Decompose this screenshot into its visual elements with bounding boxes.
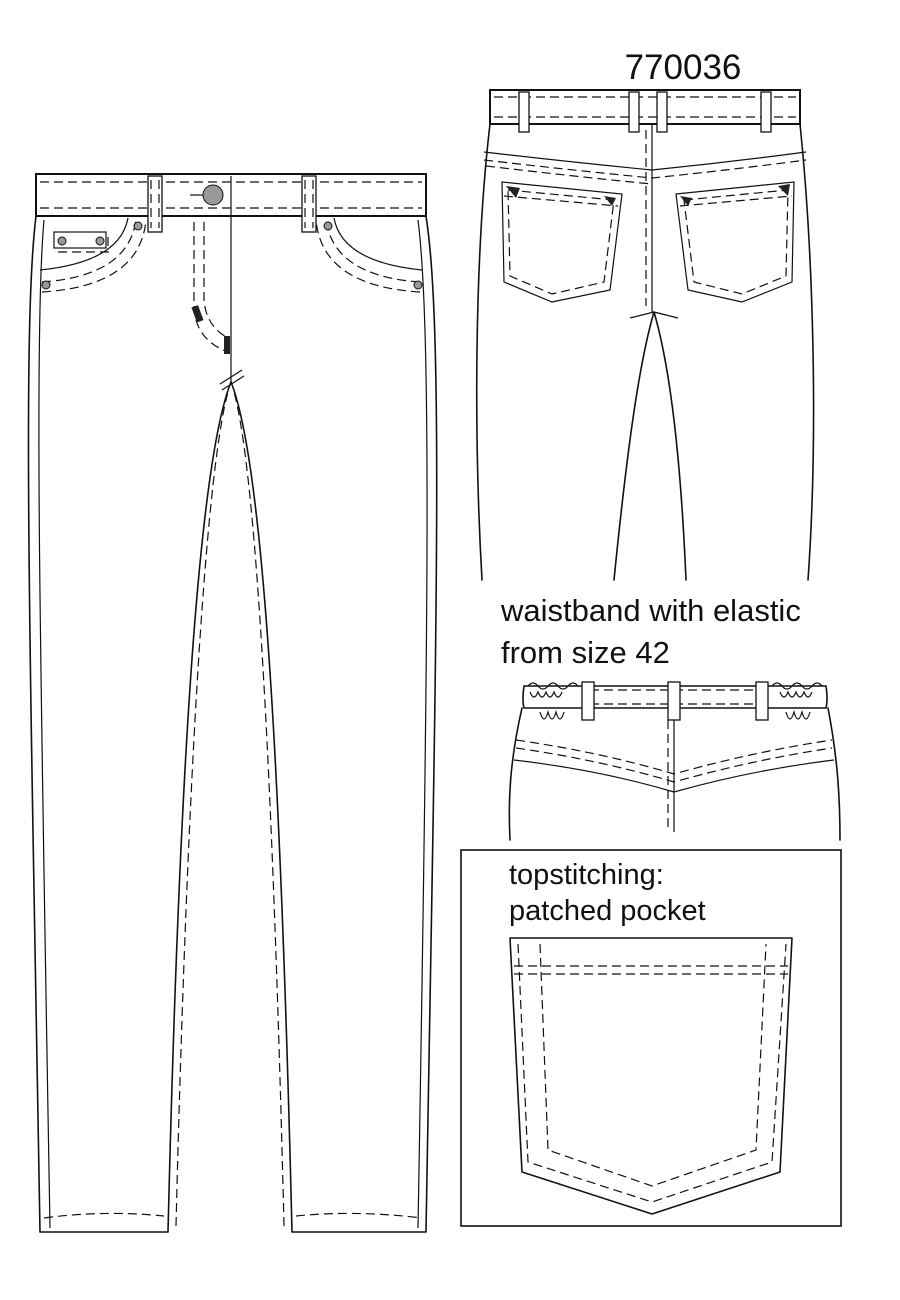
back-waistband: [489, 89, 801, 125]
back-belt-loops: [518, 91, 772, 133]
front-right-leg: [230, 215, 438, 1233]
front-view: [27, 173, 438, 1233]
back-pocket-left: [501, 181, 623, 303]
note-topstitch-line2: patched pocket: [509, 895, 706, 927]
patched-pocket-detail: [509, 937, 793, 1215]
note-topstitch-line1: topstitching:: [509, 859, 664, 891]
front-belt-loops: [147, 175, 317, 233]
button-icon: [202, 184, 224, 206]
note-waistband-line2: from size 42: [501, 635, 670, 670]
note-waistband-line1: waistband with elastic: [500, 593, 801, 628]
back-pocket-right: [675, 181, 795, 303]
back-view: [475, 89, 815, 581]
elastic-waistband-detail: [508, 681, 841, 841]
rivet-icon: [57, 236, 67, 246]
style-number: 770036: [625, 48, 742, 87]
front-left-leg: [27, 215, 232, 1233]
topstitching-detail-box: [460, 849, 842, 1227]
